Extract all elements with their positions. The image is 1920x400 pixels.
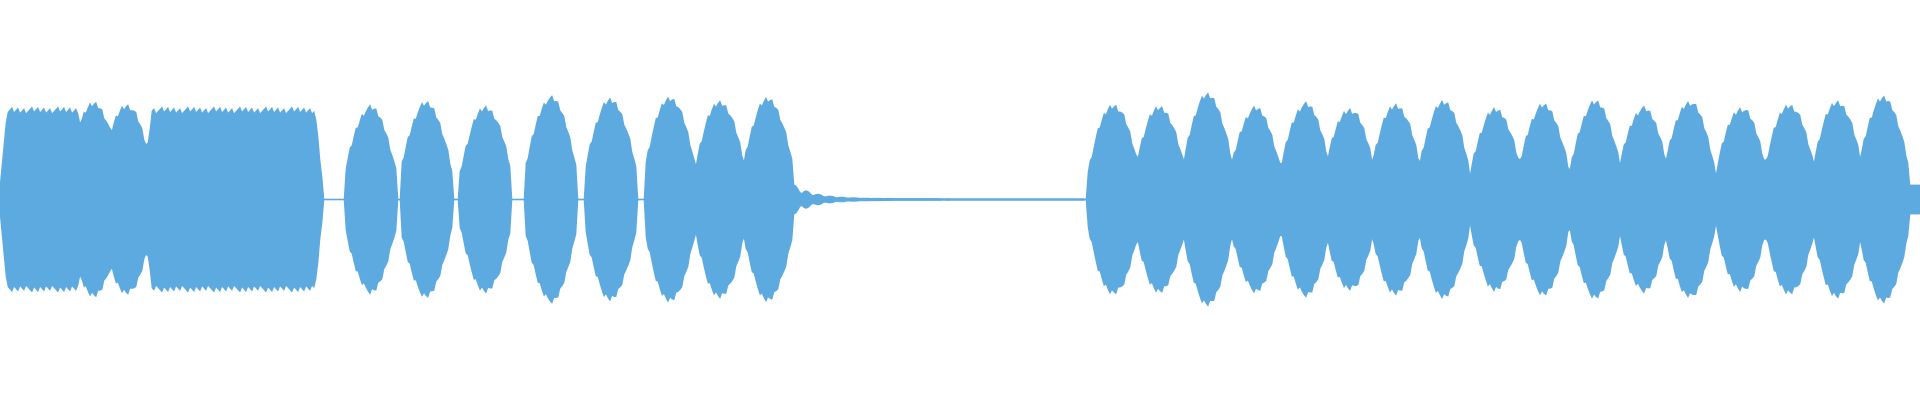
- waveform-envelope: [0, 92, 1920, 307]
